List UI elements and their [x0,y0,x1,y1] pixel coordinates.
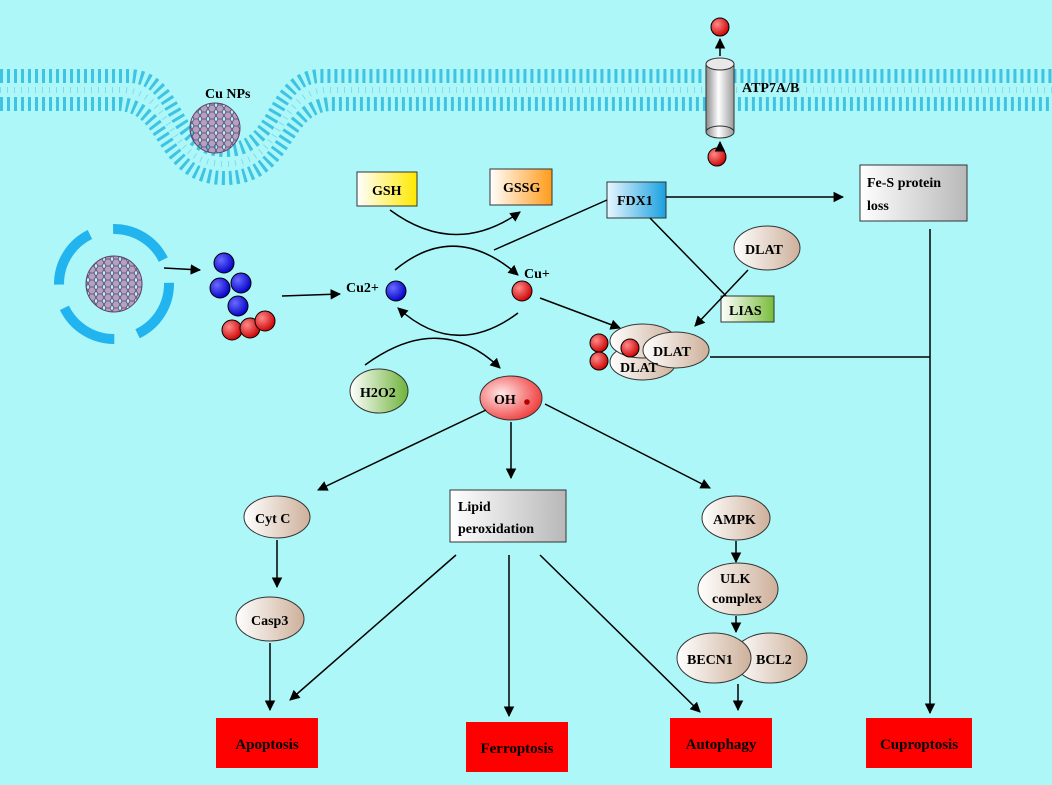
h2o2-label: H2O2 [360,386,396,401]
release-arrow [163,264,202,275]
fdx1-lias-link [649,217,731,301]
ampk-label: AMPK [713,513,756,528]
gssg-label: GSSG [503,181,540,196]
cell-membrane [0,69,1052,186]
ferroptosis-box [466,722,568,772]
cu2-ion-icon [385,280,407,302]
autophagy-label: Autophagy [686,737,757,753]
dlat-free-label: DLAT [745,243,784,258]
dlat-oligomer-back-label: DLAT [620,361,659,376]
h2o2-node [349,368,409,414]
cu1-fdx1-link [493,199,608,251]
atp7ab-label: ATP7A/B [742,81,799,96]
cu-nps-label: Cu NPs [205,87,251,102]
gsh-oxidation-arrow [389,209,521,236]
fdx1-box [606,181,667,219]
dlat-oligomer-front-label: DLAT [653,345,692,360]
lipid-to-apoptosis-arrow [289,554,457,701]
lias-label: LIAS [729,304,762,319]
cu1-oxidation-arrow [397,307,519,336]
copper-nanoparticle-endosome-icon [85,255,143,313]
fenton-arrow [364,337,501,369]
radical-dot-icon [524,399,530,405]
fe-s-loss-box [859,164,968,222]
lipid-peroxidation-box [449,489,567,543]
hydroxyl-radical-node [479,375,543,421]
copper-nanoparticle-membrane-icon [189,102,241,154]
ulk-line1: ULK [720,572,750,587]
exported-cu-ion-icon [710,17,730,37]
cu1-ion-icon [511,280,533,302]
ulk-complex-node [697,562,779,616]
casp3-label: Casp3 [251,614,288,629]
ampk-node [701,495,771,541]
cu2-reduction-arrow [394,245,519,276]
cu1-label: Cu+ [524,267,550,282]
oh-to-cytc-arrow [317,409,487,491]
dlat-oligomer [589,323,710,381]
becn1-node [676,632,752,684]
cytosolic-cu-ion-icon [707,147,727,167]
fe-s-line1: Fe-S protein [867,176,941,191]
bcl2-label: BCL2 [756,653,792,668]
apoptosis-box [216,718,318,768]
ulk-line2: complex [712,592,762,607]
cuproptosis-box [866,718,972,768]
cuproptosis-label: Cuproptosis [880,737,958,753]
gsh-box [356,171,418,207]
gssg-box [489,168,553,206]
fe-s-line2: loss [867,199,889,214]
apoptosis-label: Apoptosis [235,737,299,753]
cu2-label: Cu2+ [346,281,379,296]
autophagy-box [670,718,772,768]
becn1-label: BECN1 [687,653,733,668]
dlat-lipoylation-arrow [694,269,749,327]
dlat-free-node [733,225,801,271]
ferroptosis-label: Ferroptosis [480,741,553,757]
lipid-line2: peroxidation [458,522,534,537]
casp3-node [235,596,305,642]
lipid-to-autophagy-arrow [539,554,701,713]
cu1-to-dlat-arrow [539,297,621,330]
cyt-c-label: Cyt C [255,512,290,527]
cluster-to-cu2-arrow [281,289,342,300]
lipid-line1: Lipid [458,500,491,515]
lias-box [720,295,775,323]
endosome-vesicle-icon [54,224,174,344]
atp7ab-transporter [705,57,735,139]
copper-ion-cluster [209,252,276,341]
oh-label: OH [494,393,516,408]
oh-to-ampk-arrow [544,403,711,489]
gsh-label: GSH [372,184,402,199]
cyt-c-node [243,495,311,539]
fdx1-label: FDX1 [617,194,653,209]
